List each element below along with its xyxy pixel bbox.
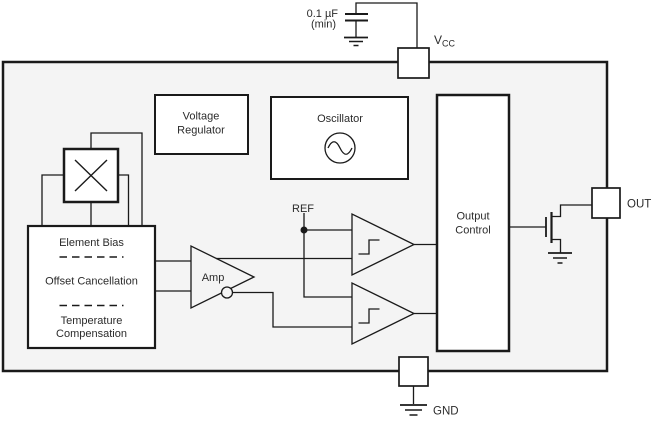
hall-wire-right <box>118 174 130 226</box>
ref-wire-vertical <box>303 213 352 298</box>
gnd-pin <box>398 356 429 387</box>
amp-label: Amp <box>202 272 225 284</box>
signal-conditioning-block: Element Bias Offset Cancellation Tempera… <box>26 224 157 350</box>
sine-wave-icon <box>324 132 356 164</box>
hall-element <box>62 147 120 204</box>
oscillator-block: Oscillator <box>270 96 409 180</box>
output-control-label-1: Output <box>456 211 489 223</box>
vcc-label-sub: CC <box>442 39 455 49</box>
voltage-regulator-label-2: Regulator <box>177 125 225 137</box>
out-pin <box>591 187 621 219</box>
comparator-top <box>351 212 416 277</box>
output-control-block: Output Control <box>435 93 511 353</box>
temperature-label-2: Compensation <box>56 328 127 340</box>
voltage-regulator-block: Voltage Regulator <box>154 94 249 155</box>
amp-inverted-output-wire <box>232 291 352 328</box>
ground-icon <box>548 252 572 264</box>
schmitt-trigger-hysteresis-icon <box>358 239 380 255</box>
schmitt-trigger-hysteresis-icon <box>358 308 380 324</box>
voltage-regulator-label-1: Voltage <box>183 111 220 123</box>
ref-label: REF <box>292 203 314 215</box>
nmos-transistor-icon <box>509 204 592 264</box>
vcc-bypass-wire <box>355 2 418 48</box>
ref-net: REF <box>292 203 352 298</box>
inverter-bubble-icon <box>220 286 234 299</box>
junction-dot-icon <box>300 226 308 234</box>
ground-icon <box>400 404 427 416</box>
vcc-pin-label: VCC <box>434 33 456 49</box>
source-wire <box>551 238 562 253</box>
cap-value-label: 0.1 µF <box>307 8 339 20</box>
hall-wire-top <box>90 132 143 226</box>
gnd-pin-label: GND <box>433 406 459 418</box>
oscillator-label: Oscillator <box>317 113 363 125</box>
comparator-bottom <box>351 281 416 346</box>
capacitor-icon <box>345 13 368 37</box>
vcc-label-main: V <box>434 33 442 47</box>
hall-wire-left <box>41 174 64 226</box>
cap-min-label: (min) <box>311 19 336 31</box>
ground-icon <box>344 36 368 47</box>
hall-element-x-icon <box>74 159 108 192</box>
offset-cancellation-label: Offset Cancellation <box>45 276 138 288</box>
vcc-pin <box>397 47 430 79</box>
out-pin-label: OUT <box>627 199 651 211</box>
output-control-label-2: Control <box>455 225 490 237</box>
bypass-capacitor-circuit: 0.1 µF (min) <box>307 2 418 48</box>
element-bias-label: Element Bias <box>59 237 124 249</box>
drain-wire <box>551 204 592 218</box>
temperature-label-1: Temperature <box>61 315 123 327</box>
